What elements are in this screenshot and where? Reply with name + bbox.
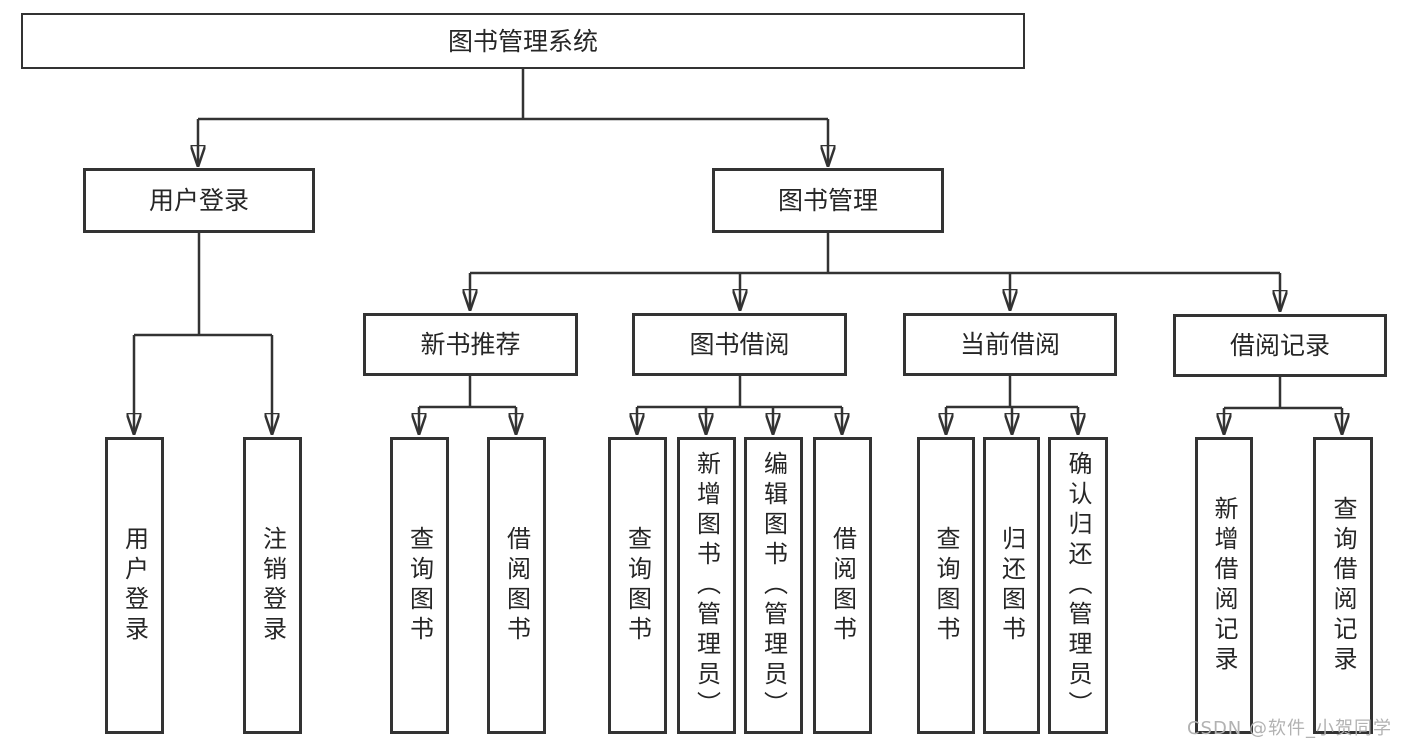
node-user-login: 用户登录 [83, 168, 315, 233]
leaf-return-book: 归还图书 [983, 437, 1040, 734]
leaf-query-books-borrow: 查询图书 [608, 437, 667, 734]
node-root: 图书管理系统 [21, 13, 1025, 69]
leaf-edit-book-admin: 编辑图书（管理员） [744, 437, 803, 734]
leaf-add-borrow-record: 新增借阅记录 [1195, 437, 1253, 734]
leaf-borrow-books-2: 借阅图书 [813, 437, 872, 734]
leaf-confirm-return-admin: 确认归还（管理员） [1048, 437, 1108, 734]
node-book-borrow: 图书借阅 [632, 313, 847, 376]
node-book-management: 图书管理 [712, 168, 944, 233]
leaf-user-login: 用户登录 [105, 437, 164, 734]
leaf-borrow-books-recommend: 借阅图书 [487, 437, 546, 734]
node-new-book-recommend: 新书推荐 [363, 313, 578, 376]
leaf-query-books-current: 查询图书 [917, 437, 975, 734]
watermark: CSDN @软件_小贺同学 [1186, 718, 1392, 739]
node-borrow-records: 借阅记录 [1173, 314, 1387, 377]
leaf-query-books-recommend: 查询图书 [390, 437, 449, 734]
leaf-logout: 注销登录 [243, 437, 302, 734]
leaf-add-book-admin: 新增图书（管理员） [677, 437, 736, 734]
node-current-borrow: 当前借阅 [903, 313, 1117, 376]
leaf-query-borrow-record: 查询借阅记录 [1313, 437, 1373, 734]
